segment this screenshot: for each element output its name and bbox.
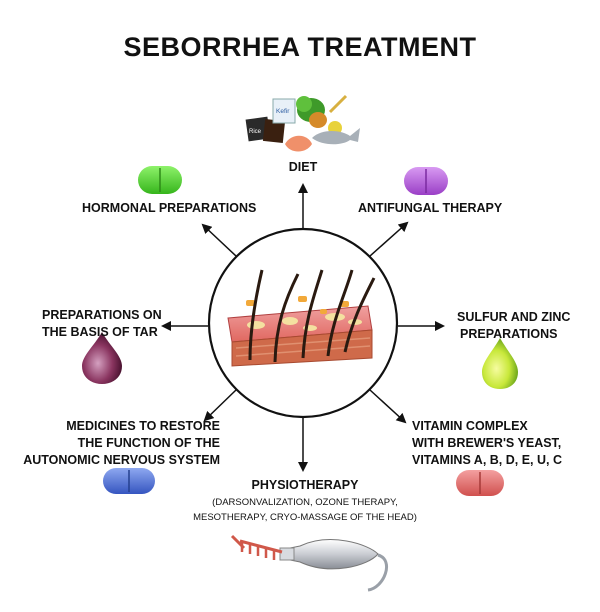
- autonomic-label: MEDICINES TO RESTORE THE FUNCTION OF THE…: [23, 419, 220, 467]
- vitamin-label: VITAMIN COMPLEX WITH BREWER'S YEAST, VIT…: [412, 419, 563, 467]
- skin-illustration: [227, 269, 376, 367]
- arrow-hormonal: [201, 223, 237, 257]
- arrow-antifungal: [369, 221, 409, 257]
- kefir-label: Kefir: [276, 108, 290, 115]
- physiotherapy-label: PHYSIOTHERAPY: [251, 478, 359, 492]
- sulfur-drop-icon: [482, 338, 518, 389]
- hormonal-label: HORMONAL PREPARATIONS: [82, 201, 257, 215]
- page-title: SEBORRHEA TREATMENT: [123, 32, 477, 62]
- antifungal-label: ANTIFUNGAL THERAPY: [358, 201, 503, 215]
- arrow-vitamin: [369, 389, 407, 424]
- arrow-autonomic: [203, 389, 237, 422]
- vitamin-pill-icon: [456, 470, 504, 496]
- rice-label: Rice: [249, 129, 262, 135]
- tar-drop-icon: [82, 332, 122, 384]
- hormonal-pill-icon: [138, 166, 182, 194]
- sulfur-zinc-label: SULFUR AND ZINC PREPARATIONS: [457, 310, 571, 341]
- tar-label: PREPARATIONS ON THE BASIS OF TAR: [42, 308, 162, 339]
- diet-food-icon: [245, 94, 360, 152]
- autonomic-pill-icon: [103, 468, 155, 494]
- darsonval-device-icon: [230, 534, 389, 592]
- diet-label: DIET: [288, 160, 318, 174]
- physiotherapy-details: (DARSONVALIZATION, OZONE THERAPY, MESOTH…: [193, 497, 417, 523]
- antifungal-pill-icon: [404, 167, 448, 195]
